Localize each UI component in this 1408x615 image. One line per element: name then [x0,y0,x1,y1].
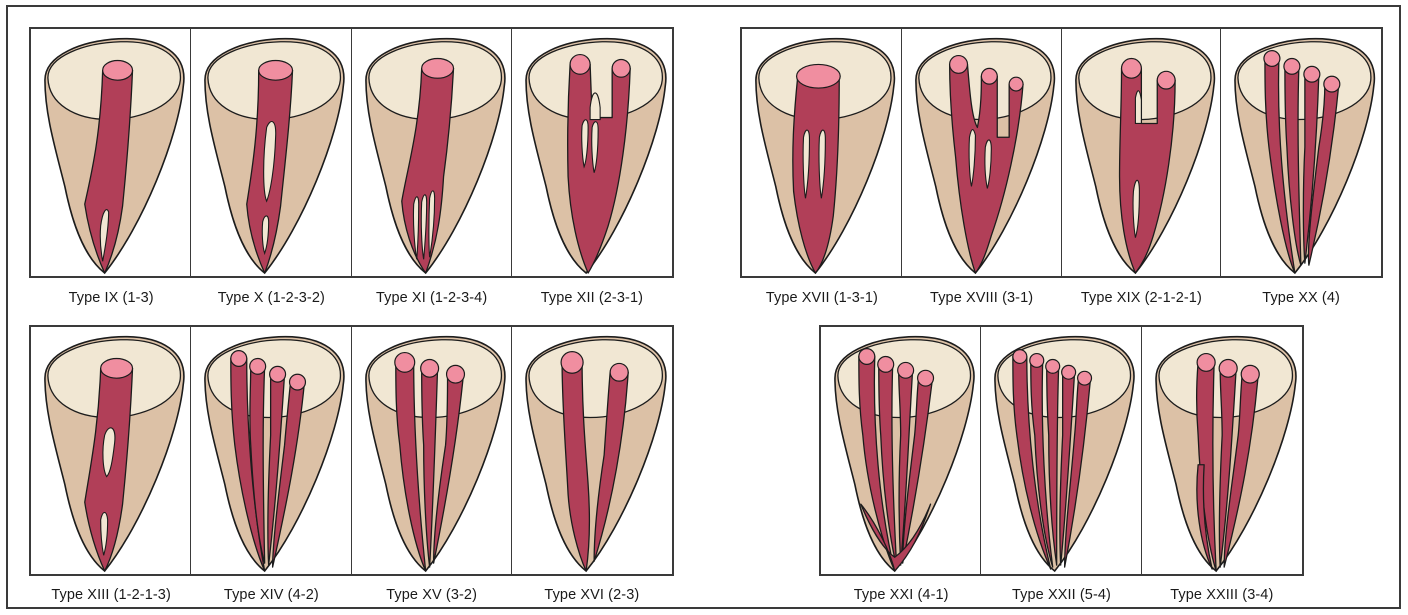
canal-orifice [1046,359,1060,373]
panel-xii [512,29,672,276]
tooth-diagram-xxiii [1142,327,1302,574]
canal-orifice [918,370,934,386]
canal-orifice [231,351,247,367]
panel-label-ix: Type IX (1-3) [23,286,199,310]
canal-orifice [878,357,894,373]
canal-orifice [981,68,997,84]
canal-orifice [1264,51,1280,67]
panel-xvi [512,327,672,574]
canal-orifice [1009,77,1023,91]
canal-orifice [570,55,590,75]
panel-label-xiii: Type XIII (1-2-1-3) [23,583,199,607]
canal-orifice [1197,354,1215,372]
canal-orifice [1062,365,1076,379]
panel-ix [31,29,191,276]
panel-label-xx: Type XX (4) [1213,286,1389,310]
panel-label-xix: Type XIX (2-1-2-1) [1054,286,1230,310]
canal-orifice [101,358,133,378]
panel-label-xxiii: Type XXIII (3-4) [1134,583,1310,607]
canal-orifice [446,365,464,383]
panel-xi [352,29,512,276]
canal-isthmus-gap [590,93,600,120]
tooth-diagram-xiv [191,327,350,574]
tooth-diagram-xix [1062,29,1221,276]
group-top-left [29,27,674,278]
panel-label-xi: Type XI (1-2-3-4) [344,286,520,310]
panel-xviii [902,29,1062,276]
panel-xxii [981,327,1141,574]
panel-xvii [742,29,902,276]
tooth-diagram-xviii [902,29,1061,276]
panel-x [191,29,351,276]
canal-orifice [1157,71,1175,89]
canal-orifice [1078,371,1092,385]
tooth-diagram-x [191,29,350,276]
canal-orifice [1324,76,1340,92]
panel-xx [1221,29,1381,276]
panel-label-xii: Type XII (2-3-1) [504,286,680,310]
canal-orifice [1030,354,1044,368]
canal-orifice [250,358,266,374]
panel-label-xviii: Type XVIII (3-1) [894,286,1070,310]
canal-orifice [898,362,914,378]
panel-xix [1062,29,1222,276]
tooth-diagram-xi [352,29,511,276]
tooth-diagram-xv [352,327,511,574]
panel-xv [352,327,512,574]
tooth-diagram-xxi [821,327,980,574]
tooth-diagram-xvi [512,327,672,574]
group-bottom-right [819,325,1304,576]
canal-orifice [1013,350,1027,364]
panel-xxi [821,327,981,574]
panel-label-x: Type X (1-2-3-2) [183,286,359,310]
tooth-diagram-xx [1221,29,1381,276]
canal-orifice [1241,365,1259,383]
group-bottom-left [29,325,674,576]
canal-orifice [1219,359,1237,377]
canal-orifice [421,59,453,79]
tooth-diagram-xiii [31,327,190,574]
canal-orifice [259,60,293,80]
canal-orifice [103,60,133,80]
canal-orifice [561,352,583,374]
canal-orifice [797,64,841,88]
tooth-diagram-xii [512,29,672,276]
panel-label-xiv: Type XIV (4-2) [183,583,359,607]
canal-isthmus-gap [1135,91,1141,124]
panel-label-xvii: Type XVII (1-3-1) [734,286,910,310]
canal-orifice [270,366,286,382]
tooth-diagram-ix [31,29,190,276]
panel-xxiii [1142,327,1302,574]
tooth-diagram-xvii [742,29,901,276]
panel-label-xxii: Type XXII (5-4) [973,583,1149,607]
panel-xiii [31,327,191,574]
panel-xiv [191,327,351,574]
canal-orifice [394,353,414,373]
group-top-right [740,27,1383,278]
tooth-diagram-xxii [981,327,1140,574]
canal-orifice [949,56,967,74]
canal-orifice [1304,66,1320,82]
panel-label-xxi: Type XXI (4-1) [813,583,989,607]
canal-orifice [612,60,630,78]
panel-label-xvi: Type XVI (2-3) [504,583,680,607]
canal-orifice [610,363,628,381]
panel-label-xv: Type XV (3-2) [344,583,520,607]
canal-orifice [290,374,306,390]
canal-orifice [859,349,875,365]
canal-orifice [1121,59,1141,79]
canal-orifice [420,359,438,377]
canal-orifice [1284,59,1300,75]
